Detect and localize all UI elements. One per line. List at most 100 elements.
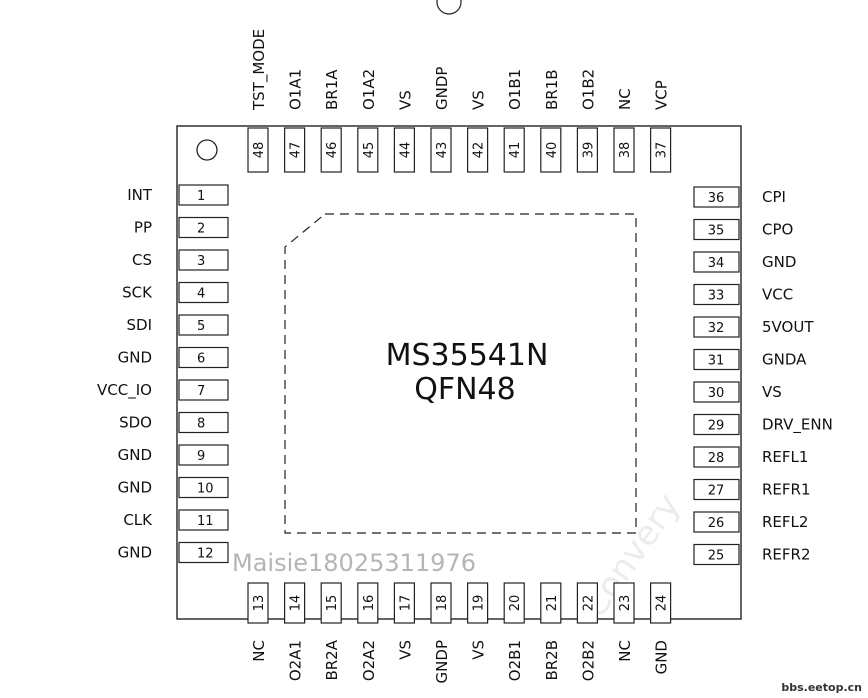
pin-number: 9 <box>197 449 205 464</box>
pin-number: 26 <box>708 516 725 531</box>
pin-label: VS <box>470 640 488 660</box>
pin-label: CLK <box>123 511 153 529</box>
pin-26: 26 REFL2 <box>693 511 808 533</box>
contact-watermark: Maisie18025311976 <box>232 549 476 577</box>
pin1-marker <box>196 139 218 161</box>
pin-box <box>693 381 740 403</box>
pin-number: 10 <box>197 482 214 497</box>
pin-label: SCK <box>122 284 153 302</box>
pin-number: 43 <box>435 142 450 159</box>
pin-label: REFL2 <box>762 513 808 531</box>
pin-label: VCP <box>653 80 671 110</box>
pin-label: VCC <box>762 286 793 304</box>
pin-box <box>284 582 306 624</box>
pin-number: 21 <box>545 595 560 612</box>
pin-number: 37 <box>655 142 670 159</box>
pin-box <box>178 444 229 466</box>
package-outline <box>176 125 742 620</box>
pin-label: O1B1 <box>506 69 524 110</box>
top-circle-mark <box>436 0 462 15</box>
pin-box <box>467 582 489 624</box>
pin-label: NC <box>616 88 634 110</box>
pin-box <box>393 582 415 624</box>
pin-label: GND <box>118 544 152 562</box>
pin-box <box>430 582 452 624</box>
pin-number: 15 <box>325 595 340 612</box>
pin-number: 19 <box>472 595 487 612</box>
pin-label: GNDP <box>433 67 451 110</box>
source-credit: bbs.eetop.cn <box>781 681 862 694</box>
pin-box <box>693 283 740 306</box>
pin-label: O1B2 <box>579 69 597 110</box>
pin-label: BR2A <box>323 639 341 680</box>
pin-number: 5 <box>197 319 205 334</box>
pin-number: 6 <box>197 352 205 367</box>
pin-label: REFR1 <box>762 481 811 499</box>
pin-box <box>649 127 672 173</box>
pin-box <box>178 379 229 401</box>
pin-box <box>178 346 229 369</box>
pin-number: 33 <box>708 289 725 304</box>
pin-number: 22 <box>581 595 596 612</box>
pin-box <box>613 582 635 624</box>
pin-number: 38 <box>618 142 633 159</box>
pin-number: 12 <box>197 547 214 562</box>
pin-number: 27 <box>708 484 725 499</box>
pin-number: 40 <box>545 142 560 159</box>
pin-number: 8 <box>197 417 205 432</box>
pin-label: O2B2 <box>579 640 597 681</box>
pin-label: GNDP <box>433 640 451 683</box>
pin-box <box>178 541 229 564</box>
pin-label: GND <box>118 479 152 497</box>
pin-label: SDI <box>127 316 153 334</box>
pin-label: GNDA <box>762 351 807 369</box>
pin-number: 18 <box>435 595 450 612</box>
pin-number: 2 <box>197 222 205 237</box>
pin-label: BR2B <box>543 640 561 681</box>
pin-number: 25 <box>708 549 725 564</box>
chip-name: MS35541N <box>386 338 549 373</box>
pins-layer: 1INT2PP3CS4SCK5SDI6GND7VCC_IO8SDO9GND10G… <box>97 29 833 684</box>
pin-box <box>284 127 306 173</box>
pin-box <box>693 348 740 371</box>
pin-box <box>693 413 740 436</box>
pin-12: 12 GND <box>118 541 229 564</box>
pin-number: 39 <box>581 142 596 159</box>
package-name: QFN48 <box>414 372 515 407</box>
pin-label: GND <box>762 253 796 271</box>
pin-box <box>178 184 229 206</box>
pin-label: VS <box>396 640 414 660</box>
pin-label: VS <box>396 90 414 110</box>
pin-number: 4 <box>197 287 205 302</box>
pin-25: 25 REFR2 <box>693 543 811 566</box>
pin-label: REFL1 <box>762 448 808 466</box>
pin-number: 14 <box>289 595 304 612</box>
pin-label: NC <box>250 640 268 662</box>
pin-number: 31 <box>708 354 725 369</box>
pin-number: 35 <box>708 224 725 239</box>
pin-box <box>540 582 562 624</box>
pin-label: REFR2 <box>762 546 811 564</box>
pin-box <box>320 127 342 173</box>
pin-label: O2B1 <box>506 640 524 681</box>
